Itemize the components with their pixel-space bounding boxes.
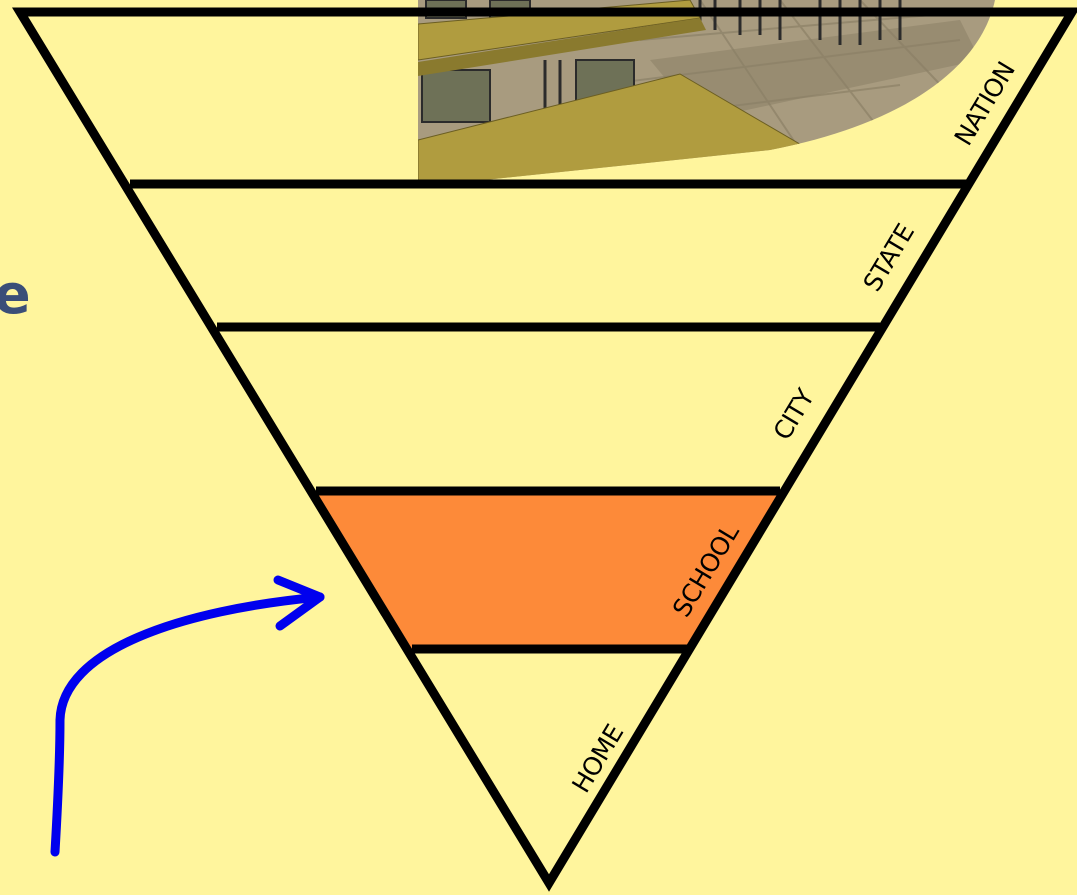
level-home-band	[412, 649, 688, 883]
level-state-band	[130, 184, 967, 327]
pointer-arrow	[55, 580, 320, 852]
slide-text-fragment: e	[0, 268, 31, 322]
